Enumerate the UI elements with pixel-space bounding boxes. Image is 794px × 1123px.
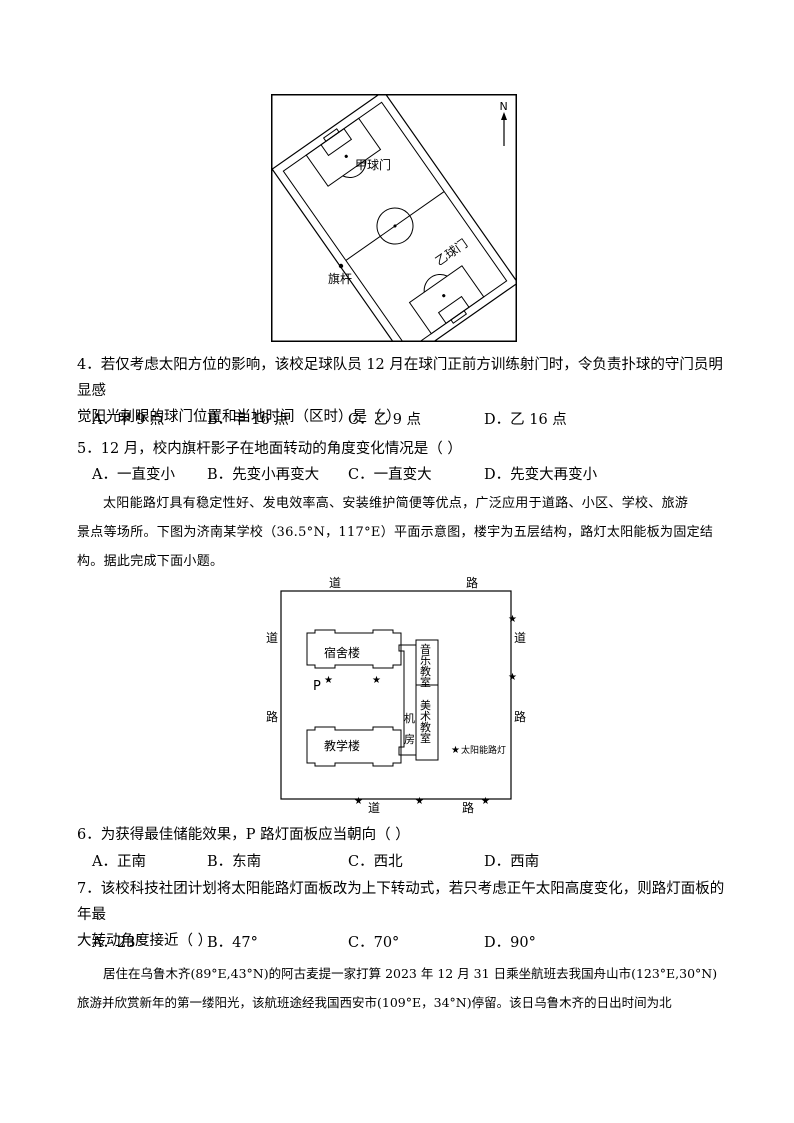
flagpole-label: 旗杆 bbox=[328, 271, 352, 286]
music-room-char-1: 音 bbox=[420, 642, 431, 656]
q6-option-a[interactable]: A．正南 bbox=[92, 854, 146, 870]
q7-option-b[interactable]: B．47° bbox=[207, 935, 258, 951]
q5-option-a[interactable]: A．一直变小 bbox=[92, 467, 175, 483]
art-room-char-2: 术 bbox=[420, 710, 431, 723]
passage1-line2: 景点等场所。下图为济南某学校（36.5°N，117°E）平面示意图，楼宇为五层结… bbox=[77, 525, 714, 540]
question-5: 5．12 月，校内旗杆影子在地面转动的角度变化情况是（ ） bbox=[77, 436, 727, 462]
streetlight-star: ★ bbox=[508, 672, 517, 683]
q6-option-d[interactable]: D．西南 bbox=[484, 854, 540, 870]
school-plan-figure: 道 路 道 路 道 路 道 路 宿舍楼 教学楼 音 乐 教 室 美 术 教 室 … bbox=[262, 573, 532, 818]
q6-option-b[interactable]: B．东南 bbox=[207, 854, 262, 870]
q4-option-d[interactable]: D．乙 16 点 bbox=[484, 412, 567, 428]
q7-option-d[interactable]: D．90° bbox=[484, 935, 536, 951]
road-label-top-left: 道 bbox=[329, 576, 341, 590]
music-room-char-4: 室 bbox=[420, 675, 431, 689]
road-label-right-top: 道 bbox=[514, 631, 526, 645]
streetlight-star: ★ bbox=[481, 796, 490, 807]
q5-option-d[interactable]: D．先变大再变小 bbox=[484, 467, 598, 483]
streetlight-star: ★ bbox=[372, 675, 381, 686]
question-7: 7．该校科技社团计划将太阳能路灯面板改为上下转动式，若只考虑正午太阳高度变化，则… bbox=[77, 876, 727, 954]
q4-option-a[interactable]: A．甲 9 点 bbox=[92, 412, 165, 428]
point-p-label: P bbox=[313, 679, 321, 694]
road-label-right-bottom: 路 bbox=[514, 709, 526, 724]
art-room-char-4: 室 bbox=[420, 731, 431, 745]
north-label: N bbox=[500, 100, 508, 113]
music-room-char-2: 乐 bbox=[420, 654, 431, 667]
music-room-char-3: 教 bbox=[420, 665, 431, 678]
road-label-left-top: 道 bbox=[266, 631, 278, 645]
passage1-line3: 构。据此完成下面小题。 bbox=[77, 554, 224, 569]
flagpole-dot bbox=[338, 263, 344, 269]
football-field-figure: N 甲球门 乙球门 旗杆 bbox=[271, 90, 519, 362]
q7-stem-line2: 大转动角度接近（ ） bbox=[77, 933, 213, 949]
q5-option-c[interactable]: C．一直变大 bbox=[348, 467, 432, 483]
road-label-bottom-right: 路 bbox=[462, 800, 474, 815]
q4-option-b[interactable]: B．甲 16 点 bbox=[207, 412, 289, 428]
q5-stem: 5．12 月，校内旗杆影子在地面转动的角度变化情况是（ ） bbox=[77, 441, 462, 457]
art-room-char-3: 教 bbox=[420, 721, 431, 734]
goal-jia-label: 甲球门 bbox=[355, 157, 391, 172]
teaching-building-label: 教学楼 bbox=[324, 738, 360, 753]
legend-label: 太阳能路灯 bbox=[461, 744, 506, 756]
passage-solar-streetlight: 太阳能路灯具有稳定性好、发电效率高、安装维护简便等优点，广泛应用于道路、小区、学… bbox=[77, 489, 727, 576]
q7-option-a[interactable]: A．23° bbox=[92, 935, 143, 951]
passage-urumqi-trip: 居住在乌鲁木齐(89°E,43°N)的阿古麦提一家打算 2023 年 12 月 … bbox=[77, 959, 727, 1017]
q7-option-c[interactable]: C．70° bbox=[348, 935, 400, 951]
art-room-char-1: 美 bbox=[420, 699, 431, 712]
question-6: 6．为获得最佳储能效果，P 路灯面板应当朝向（ ） bbox=[77, 822, 727, 848]
q7-stem-line1: 7．该校科技社团计划将太阳能路灯面板改为上下转动式，若只考虑正午太阳高度变化，则… bbox=[77, 881, 725, 923]
passage2-line1: 居住在乌鲁木齐(89°E,43°N)的阿古麦提一家打算 2023 年 12 月 … bbox=[103, 966, 718, 981]
q4-stem-line2: 觉阳光刺眼的球门位置和当地时间（区时）是（ ） bbox=[77, 409, 401, 425]
q4-option-c[interactable]: C．乙 9 点 bbox=[348, 412, 422, 428]
streetlight-star: ★ bbox=[508, 614, 517, 625]
question-4: 4．若仅考虑太阳方位的影响，该校足球队员 12 月在球门正前方训练射门时，令负责… bbox=[77, 352, 727, 430]
q4-stem-line1: 4．若仅考虑太阳方位的影响，该校足球队员 12 月在球门正前方训练射门时，令负责… bbox=[77, 357, 723, 399]
streetlight-star: ★ bbox=[354, 796, 363, 807]
dorm-label: 宿舍楼 bbox=[324, 645, 360, 660]
road-label-bottom-left: 道 bbox=[368, 801, 380, 815]
streetlight-star: ★ bbox=[415, 796, 424, 807]
legend-star: ★ bbox=[451, 745, 460, 756]
passage2-line2: 旅游并欣赏新年的第一缕阳光，该航班途经我国西安市(109°E，34°N)停留。该… bbox=[77, 995, 672, 1010]
road-label-left-bottom: 路 bbox=[266, 709, 278, 724]
q6-stem: 6．为获得最佳储能效果，P 路灯面板应当朝向（ ） bbox=[77, 827, 410, 843]
passage1-line1: 太阳能路灯具有稳定性好、发电效率高、安装维护简便等优点，广泛应用于道路、小区、学… bbox=[103, 496, 689, 511]
machine-room-char-1: 机 bbox=[404, 711, 415, 725]
q6-option-c[interactable]: C．西北 bbox=[348, 854, 403, 870]
streetlight-star-p: ★ bbox=[324, 675, 333, 686]
q5-option-b[interactable]: B．先变小再变大 bbox=[207, 467, 320, 483]
machine-room-char-2: 房 bbox=[404, 733, 415, 746]
road-label-top-right: 路 bbox=[466, 575, 478, 590]
